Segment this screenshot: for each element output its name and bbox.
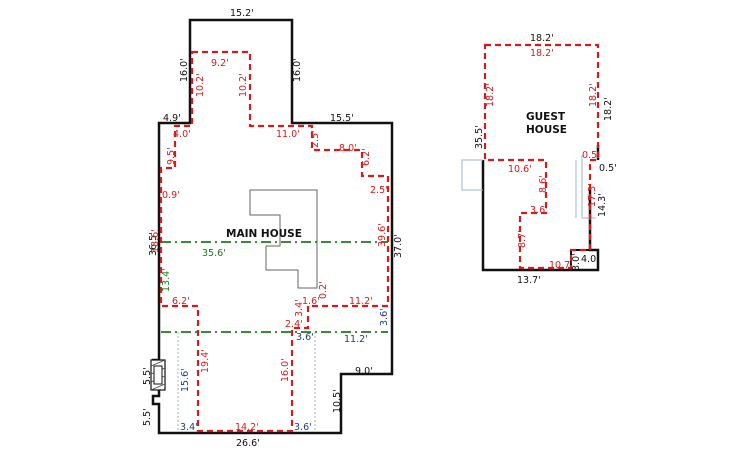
label-outer-left-wall: 36.5'	[148, 232, 159, 256]
guest-label-red-right-lower: 17.3'	[587, 183, 598, 207]
label-red-right-v: 39.6'	[377, 223, 388, 247]
label-outer-right-wall: 37.0'	[393, 234, 404, 258]
label-red-h25: 2.5'	[370, 185, 388, 196]
guest-label-outer-right: 18.2'	[603, 97, 614, 121]
label-red-right-h: 11.2'	[349, 296, 373, 307]
label-red-small-h24: 2.4'	[285, 319, 303, 330]
label-blue-lower-left-v: 15.6'	[180, 368, 191, 392]
label-red-tower-top: 9.2'	[211, 58, 229, 69]
label-red-lower-mid-v: 16.0'	[280, 358, 291, 382]
label-red-h8: 8.0'	[339, 143, 357, 154]
main-house-title: MAIN HOUSE	[226, 228, 302, 240]
label-outer-left-lower-2: 5.5'	[142, 408, 153, 426]
label-red-small-v: 2.5'	[310, 130, 321, 148]
guest-label-outer-right-jog: 0.5'	[599, 163, 617, 174]
label-outer-left-lower-1: 5.5'	[142, 367, 153, 385]
guest-house-title-line1: GUEST	[526, 111, 566, 123]
guest-label-red-inner-h: 10.6'	[508, 164, 532, 175]
hatched-window-icon	[150, 359, 166, 391]
label-red-left-v: 18.6'	[150, 229, 161, 253]
guest-label-outer-bottom: 13.7'	[517, 275, 541, 286]
guest-label-outer-top: 18.2'	[530, 33, 554, 44]
label-red-mid-v02: 0.2'	[318, 281, 329, 299]
guest-label-red-step-h: 3.6'	[530, 205, 548, 216]
label-outer-bottom: 26.6'	[236, 438, 260, 449]
label-red-tower-right: 10.2'	[238, 73, 249, 97]
label-red-lower-left-v: 19.4'	[200, 349, 211, 373]
main-house: MAIN HOUSE 15.2' 16.0' 16.0' 4.9' 15.5' …	[142, 8, 404, 449]
label-red-left-h: 6.2'	[172, 296, 190, 307]
label-red-mid-h16: 1.6'	[302, 296, 320, 307]
guest-house: GUEST HOUSE 18.2' 35.5' 18.2' 0.5' 14.3'…	[461, 33, 617, 286]
guest-label-red-inner-v: 8.6'	[538, 175, 549, 193]
label-blue-right-h: 11.2'	[344, 334, 368, 345]
label-green-v: 13.4'	[161, 268, 172, 292]
label-outer-left-step: 4.9'	[163, 113, 181, 124]
guest-light-right	[581, 155, 596, 219]
label-red-mid-v: 3.4'	[294, 299, 305, 317]
label-blue-right-v: 3.6'	[379, 308, 390, 326]
label-outer-left-tower: 16.0'	[179, 58, 190, 82]
guest-label-red-bottom-h: 10.7'	[549, 260, 573, 271]
label-green-h: 35.6'	[202, 248, 226, 259]
guest-red-dashed-outline	[483, 43, 600, 270]
guest-label-outer-right-lower: 14.3'	[597, 193, 608, 217]
guest-light-left	[461, 159, 483, 191]
guest-label-outer-left: 35.5'	[474, 125, 485, 149]
guest-label-box-h: 3.0'	[571, 253, 582, 271]
label-red-step-left-v: 9.5'	[166, 147, 177, 165]
guest-label-red-right-jog: 0.5'	[582, 150, 600, 161]
guest-label-red-top: 18.2'	[530, 48, 554, 59]
label-red-tower-left: 10.2'	[195, 73, 206, 97]
label-red-jog-left: 0.9'	[162, 190, 180, 201]
guest-label-red-lower-v: 8.7'	[517, 230, 528, 248]
label-outer-right-step: 15.5'	[330, 113, 354, 124]
interior-fixture	[249, 189, 318, 289]
label-outer-right-tower: 16.0'	[292, 58, 303, 82]
guest-label-red-right: 18.2'	[588, 83, 599, 107]
label-outer-top: 15.2'	[230, 8, 254, 19]
label-red-bottom-h: 14.2'	[235, 422, 259, 433]
guest-label-box-w: 4.0'	[581, 254, 599, 265]
label-blue-bottom-left-h: 3.4'	[180, 422, 198, 433]
label-red-top-mid: 11.0'	[276, 129, 300, 140]
guest-label-red-left: 18.2'	[485, 83, 496, 107]
label-outer-notch-h: 9.0'	[355, 366, 373, 377]
guest-house-title-line2: HOUSE	[526, 124, 567, 136]
label-red-v62: 6.2'	[361, 148, 372, 166]
label-red-step-left: 4.0'	[173, 129, 191, 140]
label-blue-bottom-right-h: 3.6'	[294, 422, 312, 433]
label-blue-mid-h: 3.6'	[296, 332, 314, 343]
main-red-dashed-outline	[159, 50, 390, 433]
label-outer-notch-v: 10.5'	[332, 389, 343, 413]
